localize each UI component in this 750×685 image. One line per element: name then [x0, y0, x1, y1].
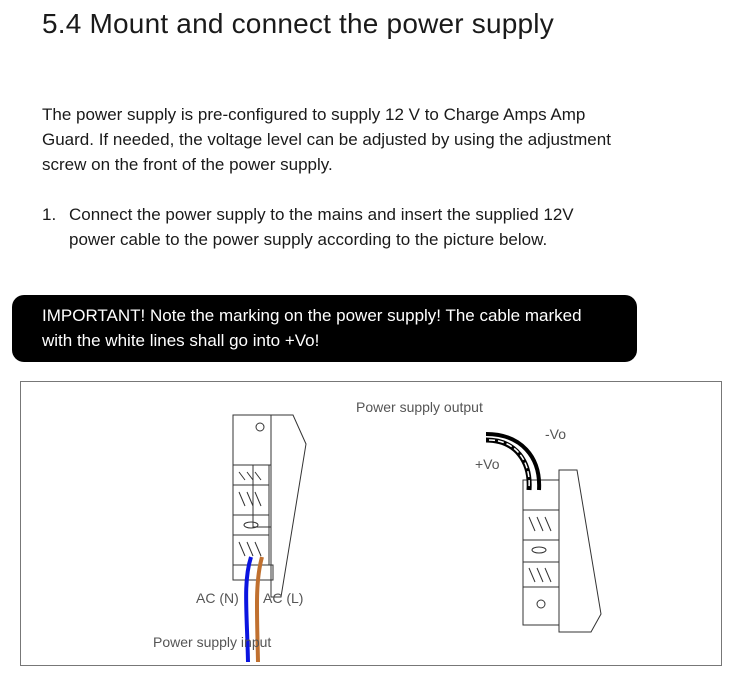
section-heading: 5.4 Mount and connect the power supply: [42, 8, 554, 39]
input-power-supply-drawing: [232, 414, 307, 598]
positive-output-label: +Vo: [475, 456, 500, 472]
output-power-supply-drawing: [522, 469, 602, 633]
power-supply-diagram: [232, 414, 602, 663]
ac-live-label: AC (L): [263, 590, 304, 606]
input-label: Power supply input: [153, 634, 272, 650]
list-text: Connect the power supply to the mains an…: [69, 205, 574, 249]
output-label: Power supply output: [356, 399, 483, 415]
ac-neutral-label: AC (N): [196, 590, 239, 606]
list-item: 1. Connect the power supply to the mains…: [42, 202, 622, 252]
list-number: 1.: [42, 205, 57, 224]
intro-paragraph: The power supply is pre-configured to su…: [42, 105, 611, 174]
negative-output-label: -Vo: [545, 426, 567, 442]
wiring-figure: Power supply output -Vo +Vo AC (N) AC (L…: [20, 381, 722, 666]
important-callout: IMPORTANT! Note the marking on the power…: [12, 295, 637, 362]
